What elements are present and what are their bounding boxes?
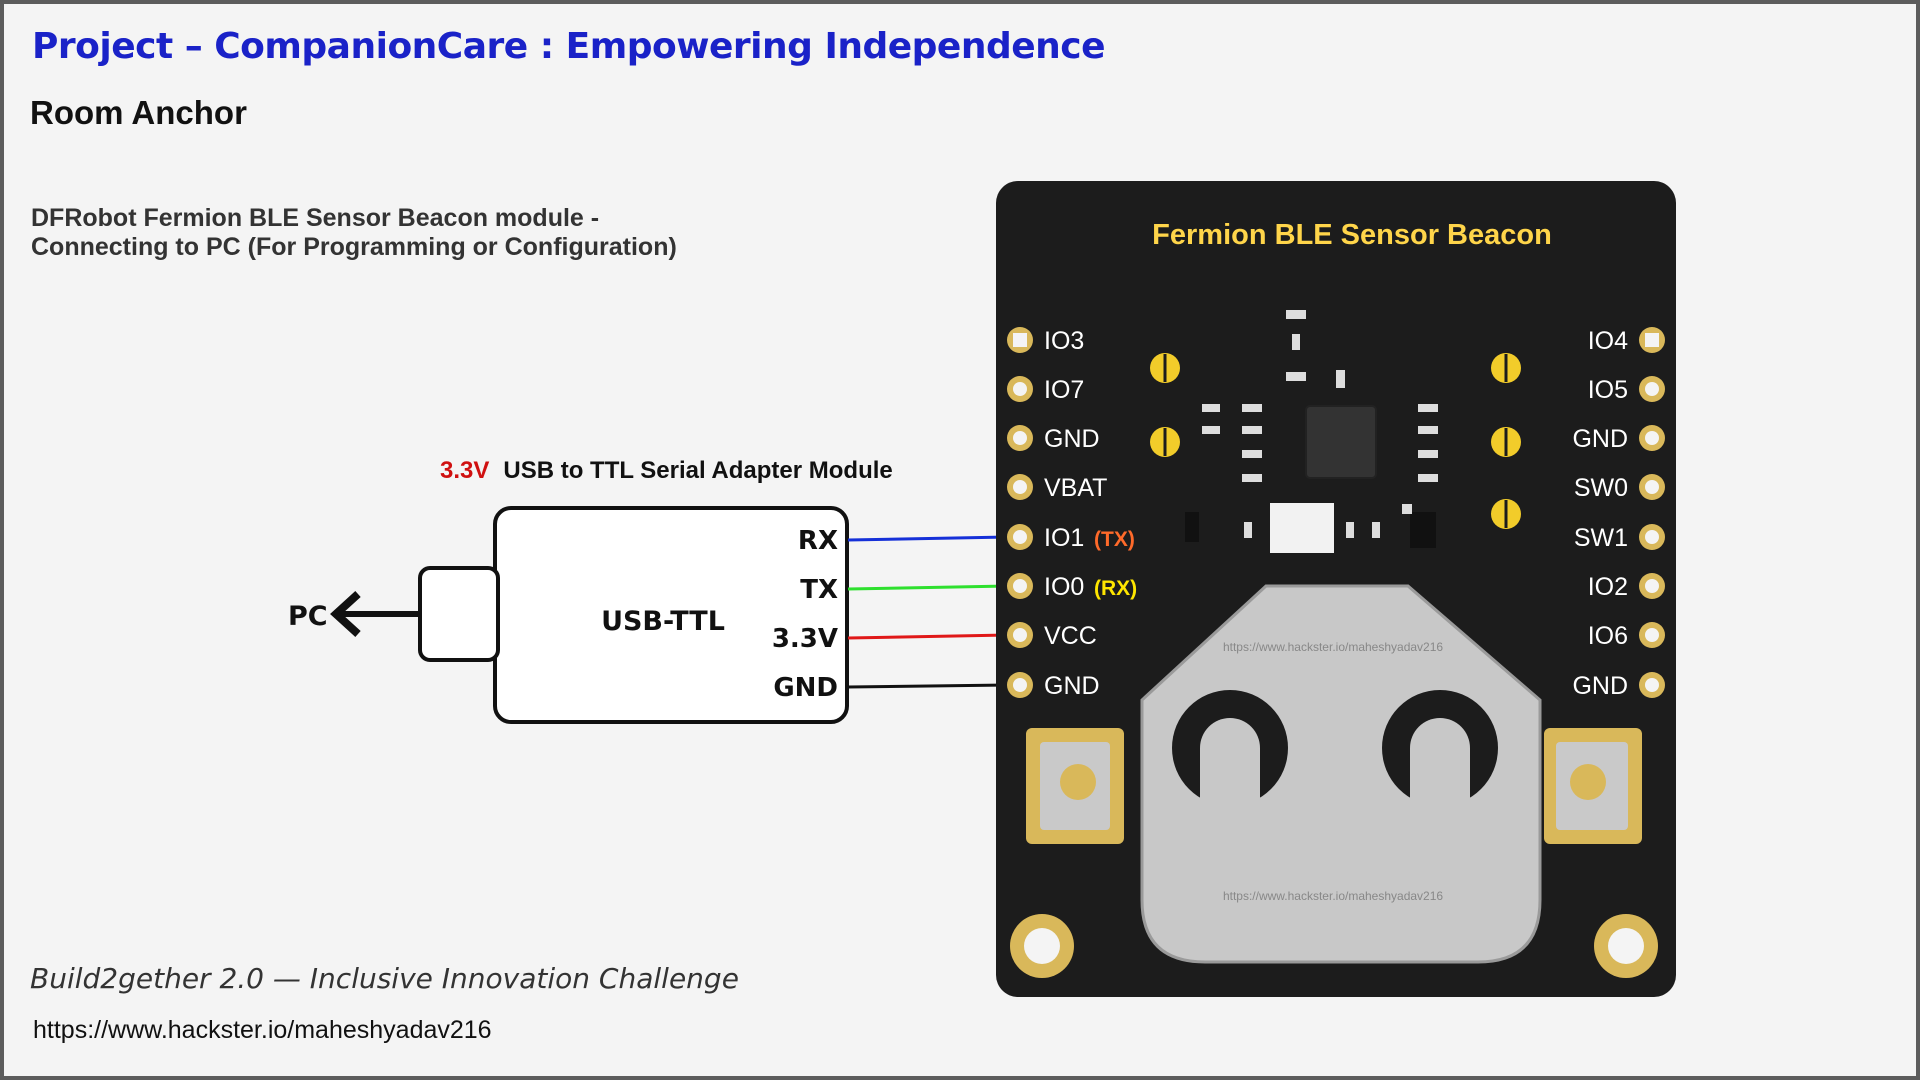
watermark-top: https://www.hackster.io/maheshyadav216 [1223, 640, 1443, 654]
pc-arrow-icon [330, 591, 361, 637]
smd-part [1286, 310, 1306, 319]
right-pin-io2: IO2 [1588, 573, 1628, 601]
description-line-2: Connecting to PC (For Programming or Con… [31, 233, 677, 261]
page-subtitle: Room Anchor [30, 94, 247, 131]
right-pin-sw1: SW1 [1574, 524, 1628, 552]
description-line-1: DFRobot Fermion BLE Sensor Beacon module… [31, 204, 600, 232]
smd-part [1242, 450, 1262, 458]
right-pin-io4: IO4 [1588, 327, 1628, 355]
smd-part [1372, 522, 1380, 538]
right-pin-io6: IO6 [1588, 622, 1628, 650]
smd-part [1292, 334, 1300, 350]
adapter-voltage-label: 3.3V [440, 457, 489, 484]
left-pin-io1: IO1 [1044, 524, 1084, 552]
adapter-caption: 3.3V USB to TTL Serial Adapter Module [440, 457, 893, 484]
wire-rx-to-io1 [847, 535, 1009, 542]
smd-part [1242, 474, 1262, 482]
board-title: Fermion BLE Sensor Beacon [1152, 219, 1552, 251]
adapter-pin-rx: RX [798, 526, 838, 556]
smd-part [1402, 504, 1412, 514]
wire-tx-to-io0 [847, 584, 1009, 591]
adapter-pin-gnd: GND [773, 673, 838, 703]
pc-label: PC [288, 601, 328, 632]
right-pin-gnd: GND [1572, 672, 1628, 700]
author-url: https://www.hackster.io/maheshyadav216 [33, 1016, 492, 1044]
sensor-chip [1305, 405, 1377, 479]
smd-part [1418, 474, 1438, 482]
wire-33v-to-vcc [847, 633, 1009, 640]
left-pin-io7: IO7 [1044, 376, 1084, 404]
board-components [1150, 310, 1521, 553]
wires [847, 535, 1009, 689]
smd-part [1242, 426, 1262, 434]
coin-cell-holder [1026, 584, 1642, 964]
smd-part [1346, 522, 1354, 538]
smd-part [1242, 404, 1262, 412]
usb-ttl-label: USB-TTL [601, 606, 725, 637]
usb-connector [418, 566, 500, 662]
pin-note-io1: (TX) [1094, 528, 1135, 551]
right-pin-io5: IO5 [1588, 376, 1628, 404]
adapter-pin-labels: RX TX 3.3V GND [772, 526, 838, 703]
left-pin-io0: IO0 [1044, 573, 1084, 601]
adapter-pin-tx: TX [800, 575, 838, 605]
smd-part [1418, 404, 1438, 412]
transistor-component [1410, 512, 1436, 548]
led-component [1270, 503, 1334, 553]
pin-note-io0: (RX) [1094, 577, 1137, 600]
left-pin-gnd: GND [1044, 425, 1100, 453]
adapter-pin-33v: 3.3V [772, 624, 838, 654]
smd-part [1202, 404, 1220, 412]
page-title: Project – CompanionCare : Empowering Ind… [32, 26, 1106, 67]
smd-part [1336, 370, 1345, 388]
left-pin-io3: IO3 [1044, 327, 1084, 355]
right-pin-gnd: GND [1572, 425, 1628, 453]
left-pin-gnd: GND [1044, 672, 1100, 700]
smd-part [1202, 426, 1220, 434]
adapter-caption-text: USB to TTL Serial Adapter Module [503, 457, 892, 484]
right-pin-sw0: SW0 [1574, 474, 1628, 502]
smd-part [1418, 426, 1438, 434]
left-pin-vcc: VCC [1044, 622, 1097, 650]
event-footer: Build2gether 2.0 — Inclusive Innovation … [30, 962, 739, 995]
wire-gnd-to-gnd [847, 683, 1009, 689]
smd-part [1244, 522, 1252, 538]
battery-clip [1140, 584, 1542, 964]
diagram-description: DFRobot Fermion BLE Sensor Beacon module… [31, 204, 677, 262]
diode-component [1185, 512, 1199, 542]
smd-part [1286, 372, 1306, 381]
watermark-bottom: https://www.hackster.io/maheshyadav216 [1223, 889, 1443, 903]
smd-part [1418, 450, 1438, 458]
mounting-holes [1010, 914, 1658, 978]
left-pin-vbat: VBAT [1044, 474, 1107, 502]
